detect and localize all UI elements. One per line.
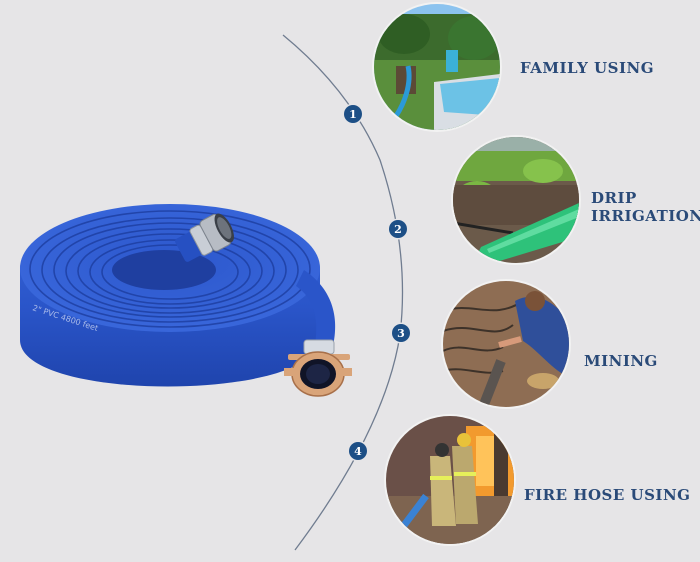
label-text: MINING bbox=[584, 352, 658, 370]
step-badge-4: 4 bbox=[349, 442, 367, 460]
firefighter-photo bbox=[386, 416, 514, 544]
label-text: FIRE HOSE USING bbox=[524, 486, 691, 504]
label-family-using: FAMILY USING bbox=[520, 59, 654, 77]
label-drip-irrigation: DRIP IRRIGATION bbox=[591, 189, 700, 225]
label-fire-hose-using: FIRE HOSE USING bbox=[524, 486, 690, 504]
step-number: 1 bbox=[349, 107, 357, 121]
drip-irrigation-photo bbox=[453, 137, 579, 263]
step-badge-3: 3 bbox=[392, 324, 410, 342]
step-number: 2 bbox=[394, 222, 402, 236]
label-text-line1: DRIP bbox=[591, 189, 637, 207]
label-text-line2: IRRIGATION bbox=[591, 207, 700, 225]
label-mining: MINING bbox=[584, 352, 658, 370]
step-badge-1: 1 bbox=[344, 105, 362, 123]
family-pool-photo bbox=[374, 4, 500, 130]
hose-coil-image: 2" PVC 4800 feet bbox=[20, 204, 352, 397]
step-badge-2: 2 bbox=[389, 220, 407, 238]
label-text: FAMILY USING bbox=[520, 59, 654, 77]
step-number: 3 bbox=[397, 326, 405, 340]
mining-photo bbox=[443, 281, 569, 407]
step-number: 4 bbox=[354, 444, 362, 458]
